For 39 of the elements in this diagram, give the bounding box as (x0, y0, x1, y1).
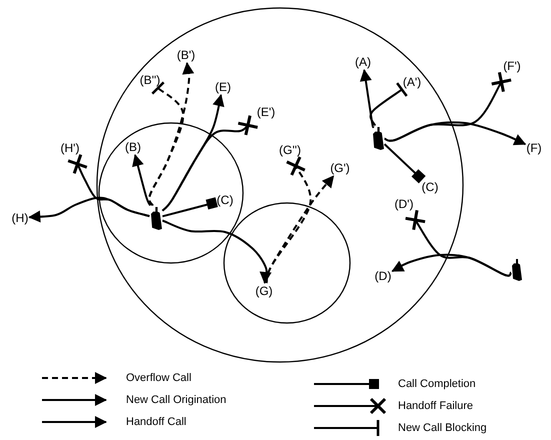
point-label: (B) (125, 140, 141, 154)
point-label: (D) (374, 269, 392, 283)
connector (148, 80, 184, 206)
phone-icon (372, 126, 384, 150)
legend-label: Handoff Failure (398, 400, 474, 412)
point-label: (F') (503, 59, 521, 73)
legend-label: New Call Origination (126, 394, 226, 406)
legend-label: Overflow Call (126, 372, 192, 384)
arrow (162, 220, 272, 284)
legend-label: New Call Blocking (398, 422, 487, 434)
connector (370, 82, 408, 126)
point-label: (H) (12, 211, 28, 225)
point-label: (D') (394, 197, 414, 211)
phone-icon (150, 206, 162, 230)
point-label: (E) (215, 80, 231, 94)
point-label: (C) (422, 180, 438, 194)
phone-icon (512, 259, 522, 281)
connector (266, 155, 312, 284)
connector (384, 70, 512, 142)
connector (162, 197, 218, 218)
arrow (132, 154, 152, 206)
arrow (360, 69, 374, 128)
connector (384, 143, 426, 184)
point-label: (C) (216, 193, 234, 207)
connector (404, 208, 512, 277)
legend-label: Call Completion (398, 378, 476, 390)
point-label: (A) (355, 55, 371, 69)
point-label: (B') (176, 48, 196, 62)
point-label: (B'') (140, 73, 160, 87)
point-label: (G'') (279, 143, 301, 157)
point-label: (H') (60, 141, 80, 155)
point-label: (A') (402, 75, 422, 89)
point-label: (G') (330, 161, 350, 175)
connector (66, 153, 150, 218)
point-label: (G) (255, 284, 273, 298)
connector (162, 114, 260, 212)
point-label: (E') (256, 105, 276, 119)
point-label: (F) (526, 141, 542, 155)
legend-label: Handoff Call (126, 416, 186, 428)
